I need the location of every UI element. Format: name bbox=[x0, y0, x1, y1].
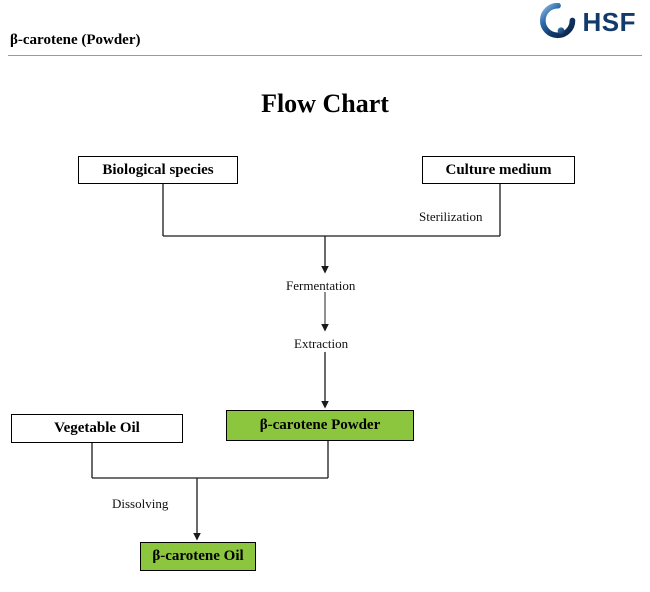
brand-logo: HSF bbox=[539, 3, 637, 41]
edge-label-sterilization: Sterilization bbox=[419, 209, 483, 224]
node-biological-species[interactable]: Biological species bbox=[78, 156, 238, 184]
hsf-ring-logo-icon bbox=[539, 3, 575, 39]
node-beta-carotene-oil[interactable]: β-carotene Oil bbox=[140, 542, 256, 571]
edge-label-fermentation: Fermentation bbox=[286, 278, 356, 293]
node-vegetable-oil[interactable]: Vegetable Oil bbox=[11, 414, 183, 443]
header-divider bbox=[8, 55, 642, 56]
chart-title: Flow Chart bbox=[261, 89, 389, 118]
edge-label-extraction: Extraction bbox=[294, 336, 349, 351]
page-header: HSF β-carotene (Powder) bbox=[0, 0, 650, 56]
edge-label-dissolving: Dissolving bbox=[112, 496, 169, 511]
node-beta-carotene-powder[interactable]: β-carotene Powder bbox=[226, 410, 414, 441]
node-culture-medium[interactable]: Culture medium bbox=[422, 156, 575, 184]
document-title: β-carotene (Powder) bbox=[10, 32, 141, 48]
brand-logo-text: HSF bbox=[582, 7, 636, 37]
